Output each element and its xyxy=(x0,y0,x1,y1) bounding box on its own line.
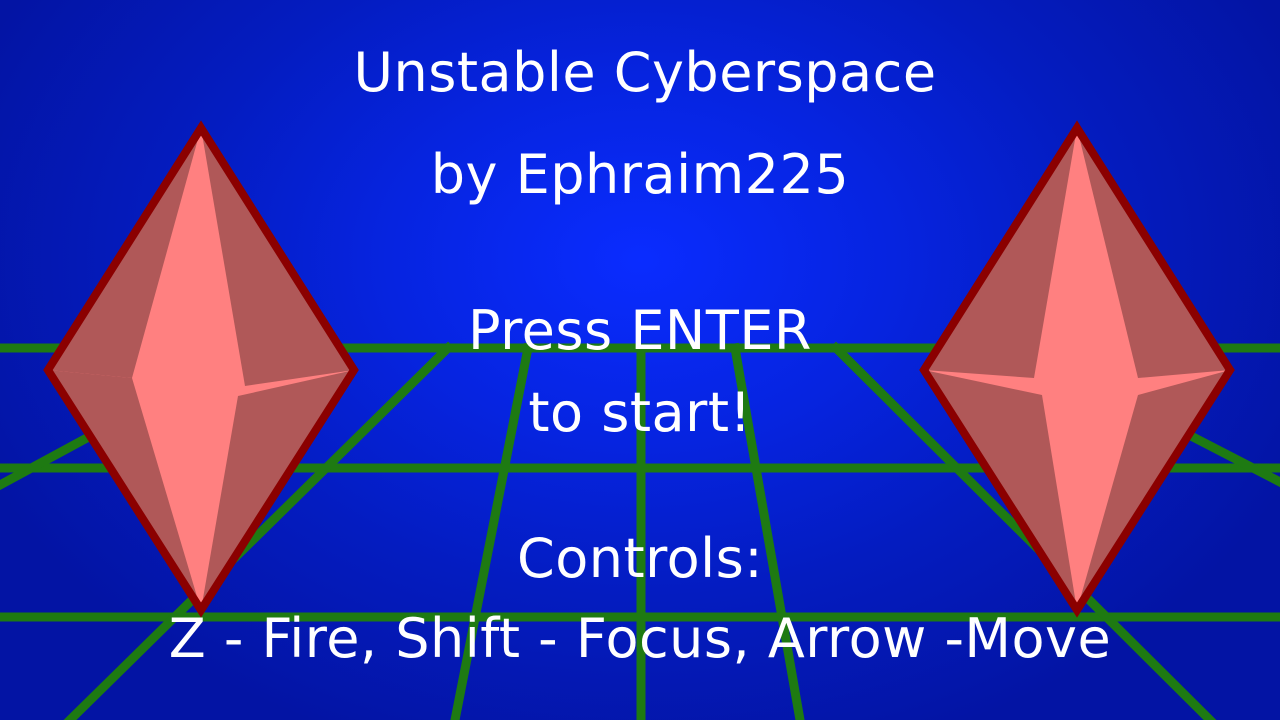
grid-line-converging xyxy=(729,342,805,720)
red-crystal-icon xyxy=(919,120,1235,618)
controls-description: Z - Fire, Shift - Focus, Arrow -Move xyxy=(168,607,1112,670)
author-credit: by Ephraim225 xyxy=(430,143,850,206)
game-title: Unstable Cyberspace xyxy=(353,41,937,104)
grid-line-converging xyxy=(450,342,534,720)
controls-heading: Controls: xyxy=(516,527,764,590)
red-crystal-icon xyxy=(43,120,359,618)
grid-line-converging xyxy=(829,341,1217,720)
start-prompt-line-1: Press ENTER xyxy=(468,299,812,362)
start-prompt-line-2: to start! xyxy=(528,381,752,444)
grid-line-converging xyxy=(63,341,455,720)
